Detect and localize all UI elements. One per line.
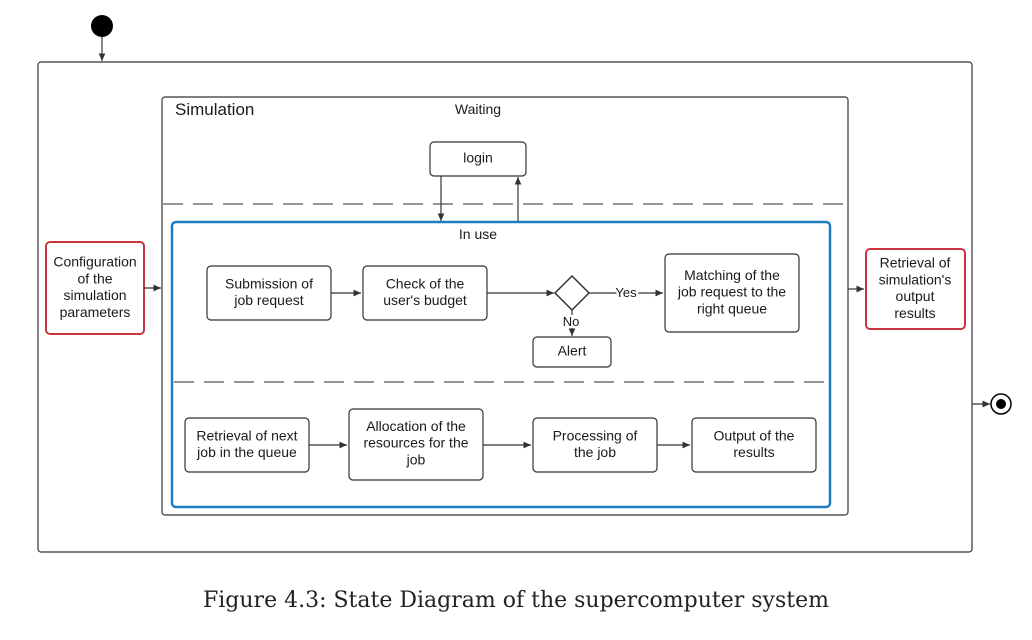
state-label-line: of the [77,270,112,286]
matching-state [664,253,800,333]
alert-state [532,336,612,368]
state-label-line: parameters [60,304,131,320]
state-label-line: Alert [558,343,587,359]
simulation-container [161,96,849,516]
state-label-line: simulation [63,287,126,303]
state-label-line: Output of the [714,427,795,443]
budget-decision [553,274,591,312]
state-label-line: Check of the [386,275,465,291]
no-label: No [563,314,580,329]
login-state [429,141,527,177]
figure-caption: Figure 4.3: State Diagram of the superco… [203,588,829,613]
final-state-core [996,399,1006,409]
state-diagram: Simulation Waiting login In use Configur… [37,15,1012,553]
state-label-line: the job [574,444,616,460]
state-label-line: job request [233,292,303,308]
state-label-line: job request to the [677,284,786,300]
yes-label: Yes [615,285,637,300]
state-label-line: results [894,305,935,321]
in-use-label: In use [459,226,497,242]
output-results-state [691,417,817,473]
in-use-container [170,220,832,509]
state-label-line: user's budget [383,292,467,308]
state-label-line: Configuration [53,254,136,270]
alert-label: Alert [558,343,587,359]
retrieval-output-state [865,248,966,330]
state-label-line: Retrieval of next [196,427,297,443]
login-label: login [463,150,493,166]
state-label-line: simulation's [879,271,952,287]
state-label-line: login [463,150,493,166]
state-label-line: resources for the [363,435,468,451]
state-label-line: Matching of the [684,267,780,283]
system-container [37,61,973,553]
state-label-line: job in the queue [196,444,297,460]
state-label-line: results [733,444,774,460]
state-label-line: Allocation of the [366,418,466,434]
state-label-line: Submission of [225,275,313,291]
state-label-line: output [896,288,935,304]
initial-state [91,15,113,37]
state-label-line: Processing of [553,427,638,443]
state-label-line: Retrieval of [880,255,951,271]
simulation-label: Simulation [175,100,254,119]
state-label-line: right queue [697,301,767,317]
state-label-line: job [406,452,426,468]
waiting-label: Waiting [455,101,501,117]
